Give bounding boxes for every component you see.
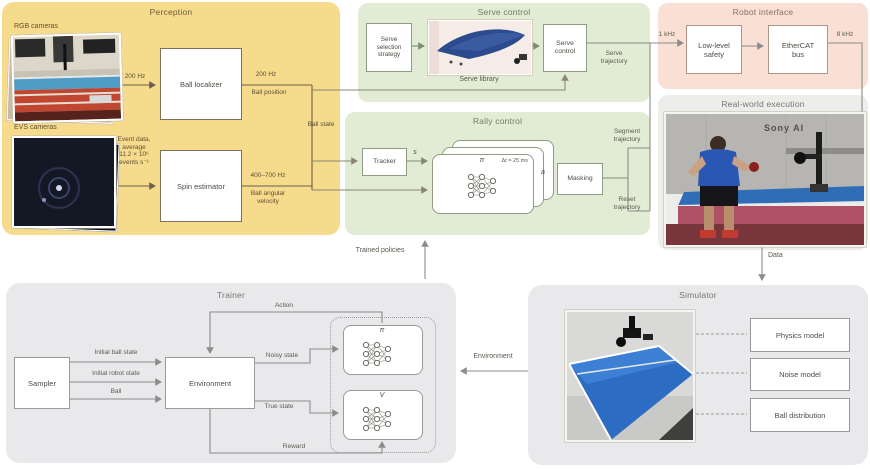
action-symbol: a bbox=[541, 169, 545, 176]
actor-symbol: π bbox=[379, 327, 385, 334]
policy-symbol: π bbox=[479, 157, 485, 164]
perception-title: Perception bbox=[149, 7, 193, 17]
initial-ball-state-label: Initial ball state bbox=[94, 349, 138, 356]
ethercat-bus-box: EtherCAT bus bbox=[768, 25, 828, 74]
position-rate-label: 200 Hz bbox=[255, 71, 277, 78]
evs-photo-art bbox=[14, 138, 114, 226]
trainer-title: Trainer bbox=[216, 290, 245, 300]
evs-photo bbox=[12, 136, 116, 228]
low-level-safety-box: Low-level safety bbox=[686, 25, 742, 74]
reward-label: Reward bbox=[282, 443, 306, 450]
sampler-box: Sampler bbox=[14, 357, 70, 409]
noise-model-box: Noise model bbox=[750, 358, 850, 391]
serve-trajectory-label: Serve trajectory bbox=[600, 50, 628, 65]
wire-true-state bbox=[253, 400, 339, 417]
ball-localizer-box: Ball localizer bbox=[160, 48, 242, 120]
event-data-label: Event data, average 11.2 × 10⁶ events s⁻… bbox=[117, 136, 151, 166]
real-world-art bbox=[666, 114, 864, 245]
output-rate-label: 8 kHz bbox=[836, 31, 854, 38]
serve-library-caption: Serve library bbox=[459, 76, 499, 83]
arena-photo-art bbox=[12, 34, 122, 122]
actor-net-glyph bbox=[360, 340, 394, 373]
input-rate-label: 1 kHz bbox=[658, 31, 676, 38]
environment-label: Environment bbox=[473, 353, 513, 360]
environment-box: Environment bbox=[165, 357, 255, 409]
real-world-photo: Sony AI bbox=[664, 112, 866, 247]
serve-library-art bbox=[429, 21, 531, 74]
critic-net-glyph bbox=[360, 405, 394, 438]
noisy-state-label: Noisy state bbox=[265, 352, 299, 359]
serve-control-box: Serve control bbox=[543, 24, 587, 72]
ball-label: Ball bbox=[110, 388, 122, 395]
ball-position-label: Ball position bbox=[251, 89, 287, 96]
wire-reward bbox=[209, 407, 386, 454]
serve-library-photo bbox=[428, 20, 532, 75]
state-symbol: s bbox=[413, 149, 417, 156]
policy-net-glyph bbox=[465, 172, 499, 205]
wire-noisy-state bbox=[253, 345, 339, 364]
wire-rally-outputs bbox=[627, 43, 651, 212]
evs-cameras-label: EVS cameras bbox=[14, 124, 57, 131]
action-label: Action bbox=[274, 302, 294, 309]
rally-control-title: Rally control bbox=[472, 116, 523, 126]
masking-box: Masking bbox=[557, 163, 603, 195]
arena-photo bbox=[10, 32, 124, 124]
initial-robot-state-label: Initial robot state bbox=[92, 370, 140, 377]
critic-box bbox=[343, 390, 423, 440]
real-world-title: Real-world execution bbox=[721, 99, 805, 109]
wire-ballstate-to-servecontrol bbox=[312, 74, 569, 91]
actor-box bbox=[343, 325, 423, 375]
trained-policies-label: Trained policies bbox=[355, 247, 405, 254]
photo-overlay-text: Sony AI bbox=[764, 123, 805, 133]
segment-trajectory-label: Segment trajectory bbox=[613, 128, 641, 143]
ball-state-label: Ball state bbox=[307, 121, 335, 128]
simulator-art bbox=[567, 312, 693, 440]
reset-trajectory-label: Reset trajectory bbox=[613, 196, 641, 211]
spin-rate-label: 400–700 Hz bbox=[250, 172, 286, 179]
angular-velocity-label: Ball angular velocity bbox=[250, 190, 286, 205]
agent-dotted-box bbox=[330, 317, 436, 453]
robot-interface-title: Robot interface bbox=[732, 7, 794, 17]
true-state-label: True state bbox=[264, 403, 294, 410]
policy-rate-label: Δt = 25 ms bbox=[501, 158, 528, 164]
serve-control-title: Serve control bbox=[477, 7, 531, 17]
simulator-title: Simulator bbox=[679, 290, 717, 300]
tracker-box: Tracker bbox=[362, 148, 407, 176]
ball-distribution-box: Ball distribution bbox=[750, 398, 850, 432]
serve-strategy-box: Serve selection strategy bbox=[366, 23, 412, 72]
rgb-cameras-label: RGB cameras bbox=[14, 23, 58, 30]
spin-estimator-box: Spin estimator bbox=[160, 150, 242, 222]
data-label: Data bbox=[768, 252, 783, 259]
critic-symbol: V bbox=[379, 392, 385, 399]
simulator-image bbox=[565, 310, 695, 442]
physics-model-box: Physics model bbox=[750, 318, 850, 352]
camera-rate-label: 200 Hz bbox=[124, 73, 146, 80]
